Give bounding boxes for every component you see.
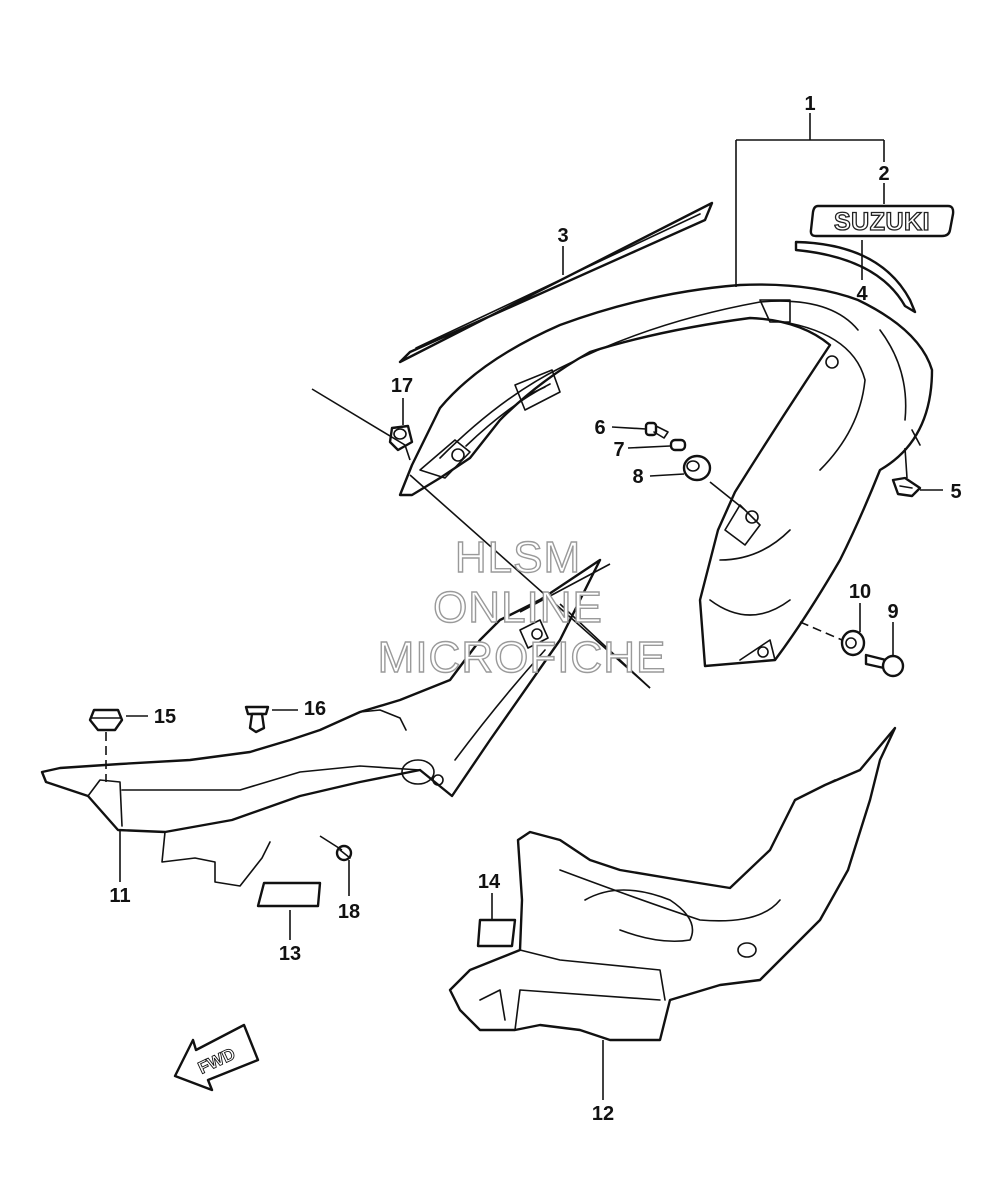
leader-lines	[105, 113, 943, 1100]
part-10-grommet	[840, 629, 866, 657]
part-8-grommet	[682, 454, 712, 482]
callout-3: 3	[557, 225, 568, 247]
callout-5: 5	[950, 481, 961, 503]
callout-18: 18	[338, 901, 360, 923]
callout-15: 15	[154, 706, 176, 728]
part-2-emblem: SUZUKI	[809, 204, 955, 238]
part-12-lower-cover	[448, 726, 897, 1042]
part-13-pad	[256, 881, 322, 908]
part-16-rivet	[244, 705, 270, 734]
part-4-trim-strip	[794, 240, 917, 314]
callout-6: 6	[594, 417, 605, 439]
fwd-arrow: FWD	[173, 1023, 260, 1092]
callout-10: 10	[849, 581, 871, 603]
part-7-collar	[669, 438, 687, 452]
part-3-stripe	[398, 201, 714, 364]
callout-9: 9	[887, 601, 898, 623]
watermark-line-1: HLSM	[455, 533, 581, 582]
callout-4: 4	[856, 283, 868, 305]
emblem-text: SUZUKI	[834, 208, 930, 236]
callout-7: 7	[613, 439, 624, 461]
callout-2: 2	[878, 163, 889, 185]
part-14-pad	[476, 918, 517, 948]
callout-12: 12	[592, 1103, 614, 1125]
part-11-side-cover	[40, 558, 602, 887]
callout-labels: 1 2 3 4 5 6 7 8 9 10 11 12 13 14 15 16 1…	[109, 93, 961, 1125]
part-9-bolt	[864, 653, 905, 678]
callout-14: 14	[478, 871, 501, 893]
watermark-line-3: MICROFICHE	[378, 633, 667, 682]
callout-13: 13	[279, 943, 301, 965]
watermark: HLSM ONLINE MICROFICHE	[377, 532, 667, 682]
part-15-cushion	[88, 708, 124, 732]
part-1-tail-cowling	[398, 283, 934, 668]
callout-8: 8	[632, 466, 643, 488]
part-6-screw	[644, 421, 669, 439]
callout-1: 1	[804, 93, 815, 115]
callout-11: 11	[109, 885, 130, 907]
part-5-clip-nut	[891, 476, 922, 498]
callout-17: 17	[391, 375, 413, 397]
watermark-line-2: ONLINE	[433, 583, 603, 632]
callout-16: 16	[304, 698, 326, 720]
